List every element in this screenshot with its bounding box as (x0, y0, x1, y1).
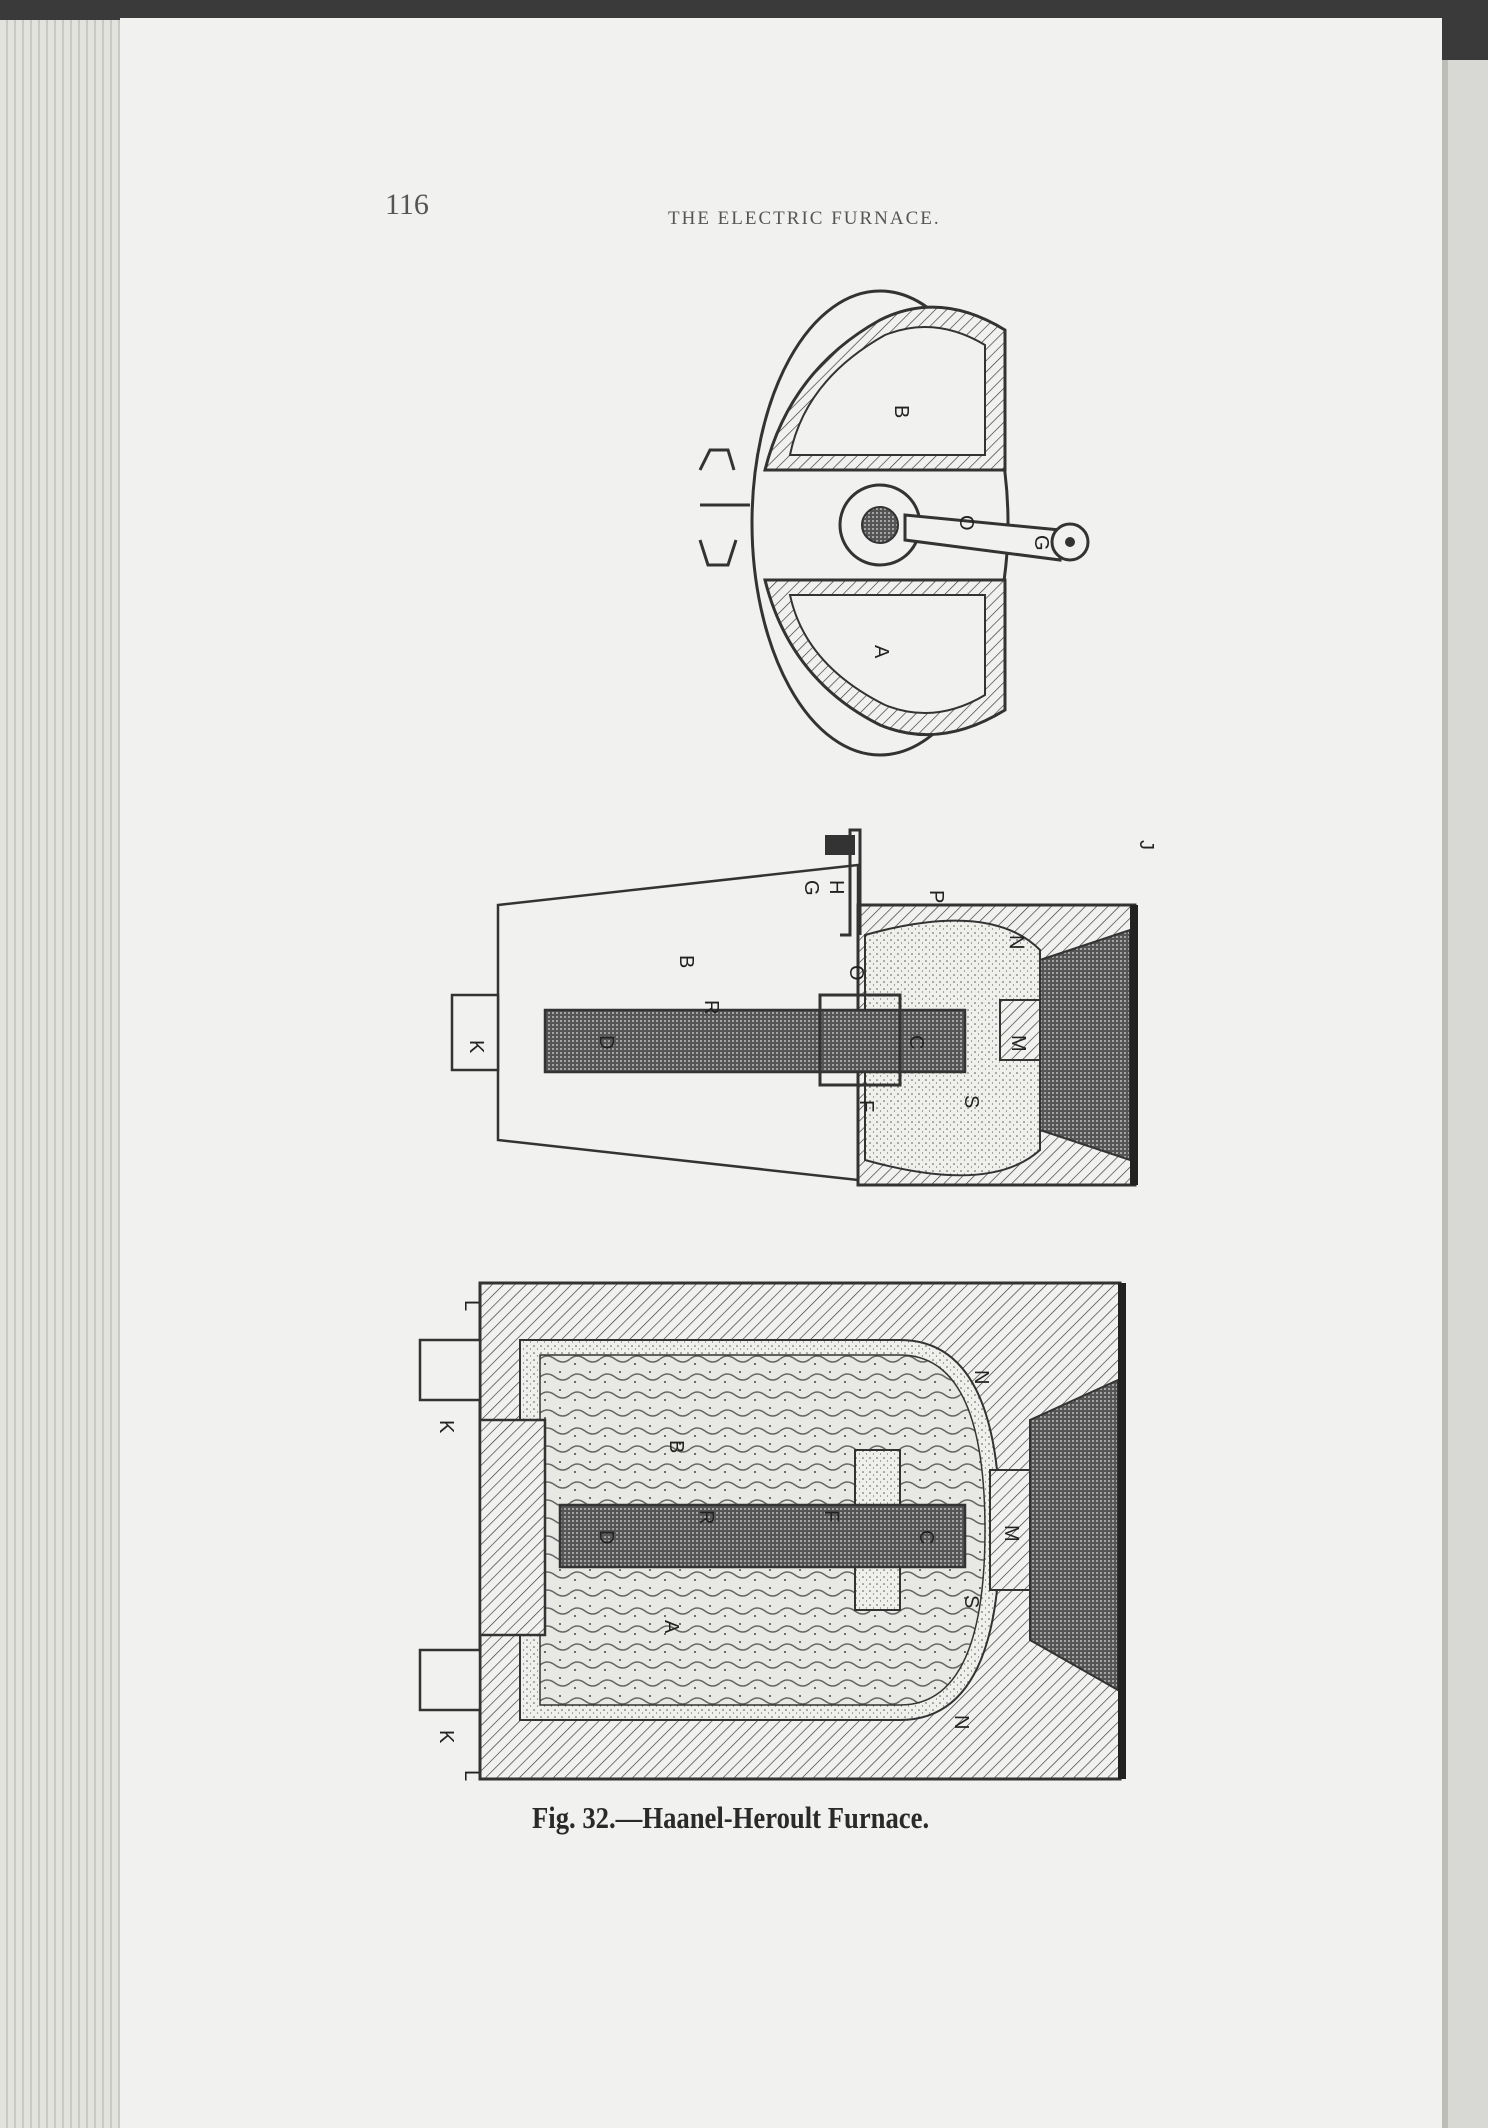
label-R: R (700, 1000, 722, 1014)
label-G: G (800, 880, 822, 896)
label-D: D (595, 1035, 617, 1049)
section-view: K D B R G H O C F S M N P J (450, 828, 1157, 1187)
label-G: G (1030, 535, 1052, 551)
label-K: K (465, 1040, 487, 1054)
label-O: O (955, 515, 977, 531)
label-K-right: K (435, 1730, 457, 1744)
label-S: S (960, 1595, 982, 1608)
label-F: F (855, 1100, 877, 1112)
elevation-view: K K L L B A D R F C S M N N (418, 1281, 1126, 1781)
label-A: A (870, 645, 892, 659)
label-L-left: L (460, 1300, 482, 1311)
label-B: B (665, 1440, 687, 1453)
label-R: R (695, 1510, 717, 1524)
label-N-top: N (970, 1370, 992, 1384)
running-head: THE ELECTRIC FURNACE. (668, 208, 941, 229)
label-H: H (825, 880, 847, 894)
label-N: N (1005, 935, 1027, 949)
facing-page-edge (1442, 60, 1488, 2128)
label-N-bottom: N (950, 1715, 972, 1729)
label-L-right: L (460, 1770, 482, 1781)
label-A: A (660, 1620, 682, 1634)
label-D: D (595, 1530, 617, 1544)
label-B: B (675, 955, 697, 968)
plan-view: B A G O (698, 289, 1090, 757)
label-S: S (960, 1095, 982, 1108)
page-edges-stack (0, 20, 140, 2128)
label-C: C (905, 1035, 927, 1049)
label-B: B (890, 405, 912, 418)
label-K-left: K (435, 1420, 457, 1434)
label-O: O (845, 965, 867, 981)
label-P: P (925, 890, 947, 903)
label-F: F (820, 1510, 842, 1522)
label-C: C (915, 1530, 937, 1544)
label-M: M (1000, 1525, 1022, 1542)
label-M: M (1007, 1035, 1029, 1052)
figure-caption: Fig. 32.—Haanel-Heroult Furnace. (532, 1800, 930, 1835)
label-J: J (1135, 840, 1157, 850)
page-number: 116 (385, 188, 429, 221)
